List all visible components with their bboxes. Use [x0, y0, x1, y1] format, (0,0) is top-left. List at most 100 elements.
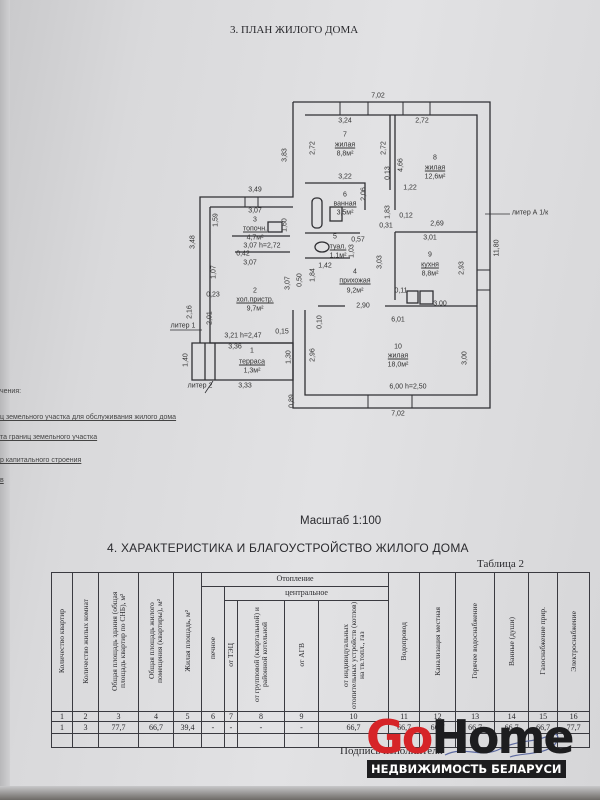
room-number: 10 — [394, 343, 402, 351]
table-row-empty — [51, 733, 591, 749]
dimension-label: 0,89 — [288, 394, 296, 408]
header-cell: Жилая площадь, м² — [173, 571, 202, 713]
dimension-label: 3,48 — [189, 235, 197, 249]
room-number: 4 — [353, 268, 357, 276]
header-cell: Горячее водоснабжение — [455, 571, 496, 713]
room-area: 8,8м² — [421, 270, 439, 278]
dimension-label: 3,33 — [238, 382, 252, 390]
dimension-label: 3,07 — [243, 259, 257, 267]
signature-label: Подпись исполнителя — [340, 745, 443, 757]
room-area: 1,1м² — [329, 252, 347, 260]
dimension-label: 0,11 — [394, 287, 408, 295]
dimension-label: 0,15 — [275, 328, 289, 336]
header-cell: от ТЭЦ — [224, 599, 238, 713]
plan-title: 3. ПЛАН ЖИЛОГО ДОМА — [230, 24, 359, 36]
dimension-label: 2,16 — [186, 305, 194, 319]
dimension-label: 3,07 h=2,72 — [243, 242, 281, 250]
room-name: кухня — [421, 261, 439, 269]
characteristics-table: Количество квартир Количество жилых комн… — [51, 571, 591, 749]
dimension-label: 1,22 — [403, 184, 417, 192]
header-cell: Водопровод — [388, 571, 421, 713]
dimension-label: 11,80 — [493, 239, 501, 257]
room-name: жилая — [387, 352, 409, 360]
dimension-label: 3,00 — [461, 351, 469, 365]
scale-label: Масштаб 1:100 — [300, 515, 382, 527]
dimension-label: 2,06 — [360, 187, 368, 201]
dimension-label: 7,02 — [371, 92, 385, 100]
dimension-label: 1,03 — [348, 244, 356, 258]
dimension-label: 1,42 — [318, 262, 332, 270]
central-header: центральное — [223, 586, 390, 601]
header-cell: Количество квартир — [51, 571, 73, 713]
dimension-label: 2,72 — [380, 141, 388, 155]
dimension-label: 1,07 — [210, 265, 218, 279]
page-bottom-edge — [0, 786, 600, 800]
dimension-label: 3,07 — [248, 207, 262, 215]
legend-heading: чения: — [0, 388, 22, 395]
room-area: 9,7м² — [246, 305, 264, 313]
dimension-label: 2,72 — [415, 117, 429, 125]
header-cell: от индивидуальных отопительных устройств… — [317, 599, 390, 713]
room-name: жилая — [424, 164, 446, 172]
room-area: 4,7м² — [246, 234, 264, 242]
dimension-label: 3,07 — [284, 276, 292, 290]
dimension-label: 0,50 — [296, 273, 304, 287]
room-name: ванная — [333, 200, 357, 208]
liter-label: литер 1 — [170, 322, 196, 330]
dimension-label: 2,72 — [309, 141, 317, 155]
dimension-label: 3,36 — [228, 343, 242, 351]
dimension-label: 0,57 — [351, 236, 365, 244]
legend-item: в — [0, 477, 4, 484]
room-number: 8 — [433, 154, 437, 162]
liter-label: литер А 1/к — [511, 209, 549, 217]
legend-item: р капитального строения — [0, 457, 82, 464]
dimension-label: 3,24 — [338, 117, 352, 125]
table-number: Таблица 2 — [477, 558, 525, 570]
gohome-tagline: НЕДВИЖИМОСТЬ БЕЛАРУСИ — [367, 760, 566, 778]
dimension-label: 3,22 — [338, 173, 352, 181]
room-area: 8,8м² — [336, 150, 354, 158]
dimension-label: 1,60 — [281, 218, 289, 232]
header-cell: Количество жилых комнат — [72, 571, 99, 713]
dimension-label: 3,00 — [433, 300, 447, 308]
dimension-label: 3,49 — [248, 186, 262, 194]
room-area: 3,5м² — [336, 209, 354, 217]
header-cell: Общая площадь жилого помещения (квартиры… — [138, 571, 174, 713]
room-number: 5 — [333, 233, 337, 241]
room-area: 18,0м² — [387, 361, 409, 369]
header-cell: Общая площадь здания (общая площадь квар… — [98, 571, 139, 713]
dimension-label: 1,83 — [384, 205, 392, 219]
header-cell: от групповой (квартальной) и районной ко… — [237, 599, 285, 713]
dimension-label: 1,30 — [285, 350, 293, 364]
room-number: 2 — [253, 287, 257, 295]
dimension-label: 3,01 — [423, 234, 437, 242]
section-title: 4. ХАРАКТЕРИСТИКА И БЛАГОУСТРОЙСТВО ЖИЛО… — [107, 541, 469, 555]
room-name: хол.пристр. — [236, 296, 274, 304]
legend-item: ц земельного участка для обслуживания жи… — [0, 414, 177, 421]
header-cell: Электроснабжение — [557, 571, 591, 713]
dimension-label: 2,90 — [356, 302, 370, 310]
dimension-label: 6,00 h=2,50 — [389, 383, 427, 391]
dimension-label: 0,12 — [399, 212, 413, 220]
liter-label: литер 2 — [187, 382, 213, 390]
room-number: 6 — [343, 191, 347, 199]
dimension-label: 2,96 — [309, 348, 317, 362]
dimension-label: 0,23 — [206, 291, 220, 299]
room-name: жилая — [334, 141, 356, 149]
room-name: туал. — [329, 243, 347, 251]
dimension-label: 0,13 — [384, 166, 392, 180]
room-area: 1,3м² — [243, 367, 261, 375]
room-name: прихожая — [339, 277, 371, 285]
header-cell: Канализация местная — [419, 571, 457, 713]
room-area: 12,6м² — [424, 173, 446, 181]
room-name: топочн. — [242, 225, 268, 233]
signature-scribble — [444, 733, 559, 758]
room-number: 3 — [253, 216, 257, 224]
dimension-label: 4,66 — [397, 158, 405, 172]
dimension-label: 1,40 — [182, 353, 190, 367]
room-number: 1 — [250, 347, 254, 355]
header-cell: от АГВ — [284, 599, 319, 713]
